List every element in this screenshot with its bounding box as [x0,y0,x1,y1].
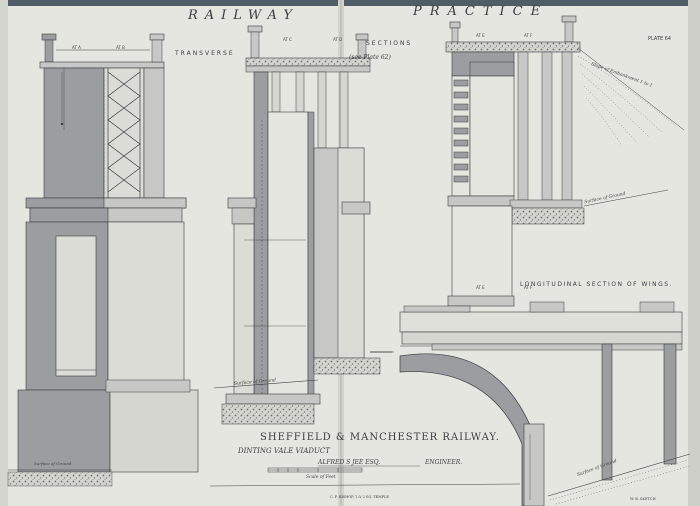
engineer-name: ALFRED S JEE ESQ. [318,459,381,466]
scale-bar [209,465,521,487]
draughtsman-credit: W. B. SKETCH [630,497,656,501]
left-page-edge [0,0,8,506]
point-label-f: AT F [524,33,533,38]
top-edge-shadow [0,0,700,6]
see-plate-note: (see Plate 62) [349,54,391,61]
header-practice: PRACTICE [413,4,549,19]
viaduct-title: DINTING VALE VIADUCT [238,447,330,455]
railway-title: SHEFFIELD & MANCHESTER RAILWAY. [260,432,500,443]
right-page-edge [688,0,700,506]
sections-label: SECTIONS [366,40,413,47]
header-railway: RAILWAY [188,8,299,23]
ground-surface-label-left: Surface of Ground [34,461,72,466]
point-label-f-lower: AT F [524,285,533,290]
transverse-label: TRANSVERSE [175,50,235,57]
point-label-a: AT A [72,45,81,50]
plate-number: PLATE 64 [648,36,672,42]
point-label-b: AT B [116,45,125,50]
longitudinal-wing-section [399,301,691,506]
right-pier-section [445,15,685,307]
point-label-e: AT E [476,33,485,38]
scale-label: Scale of Feet [306,475,336,480]
left-pier-section [7,33,199,487]
ground-lines [8,351,394,471]
engraver-credit: C. F. BISHOP, 1 & 2 SQ. TEMPLE [330,495,389,499]
point-label-c: AT C [283,37,292,42]
longitudinal-section-label: LONGITUDINAL SECTION OF WINGS. [520,281,674,288]
point-label-d: AT D [333,37,343,42]
middle-pier-section [221,25,392,425]
engineer-title: ENGINEER. [425,459,463,466]
point-label-e-lower: AT E [476,285,485,290]
